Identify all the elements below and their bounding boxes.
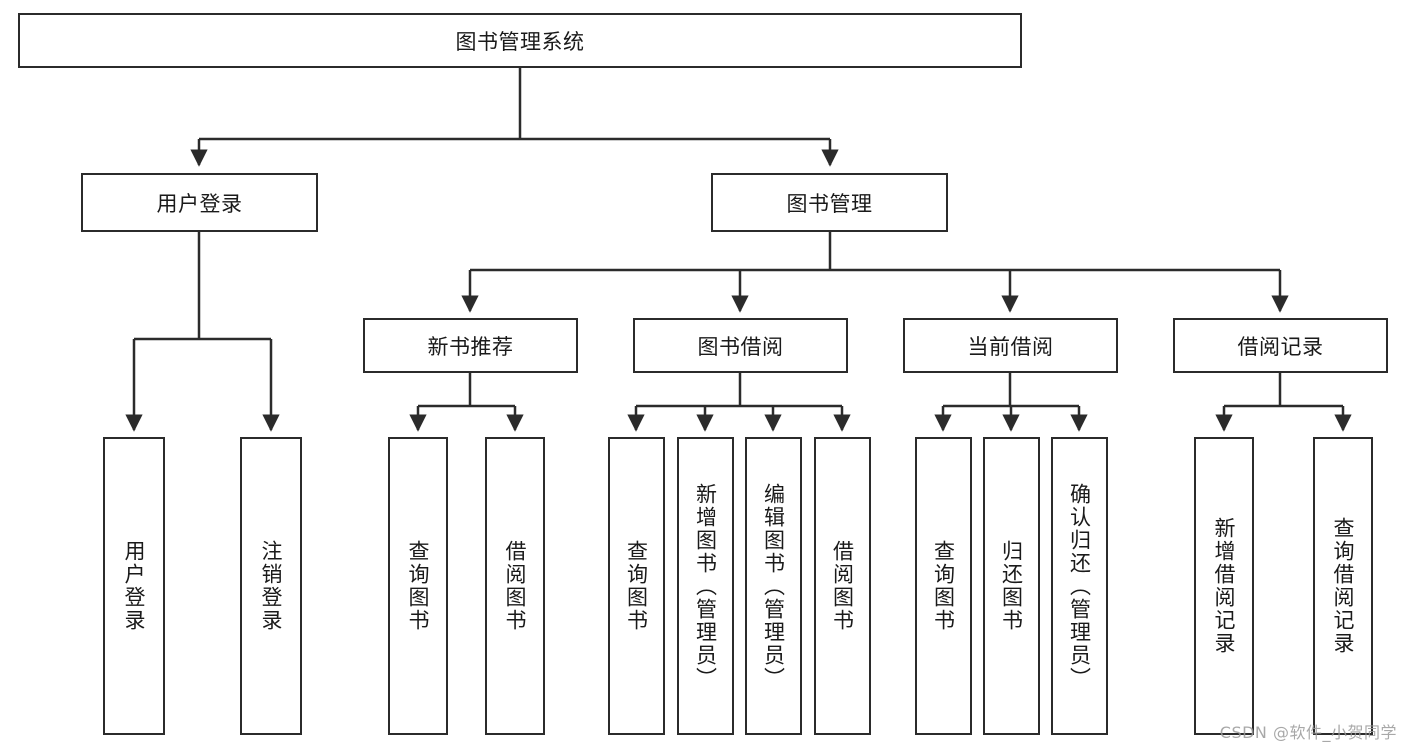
node-user-login-label: 用户登录 — [156, 191, 243, 216]
leaf-node-label: 注销登录 — [259, 540, 284, 632]
leaf-node[interactable]: 用户登录 — [103, 437, 165, 735]
leaf-node-label: 借阅图书 — [830, 540, 855, 632]
node-root[interactable]: 图书管理系统 — [18, 13, 1022, 68]
leaf-node[interactable]: 注销登录 — [240, 437, 302, 735]
node-borrow-record-label: 借阅记录 — [1237, 334, 1324, 359]
leaf-node-label: 新增图书（管理员） — [693, 482, 718, 690]
leaf-node[interactable]: 借阅图书 — [485, 437, 545, 735]
node-new-book-recommend[interactable]: 新书推荐 — [363, 318, 578, 373]
node-book-borrow-label: 图书借阅 — [697, 334, 784, 359]
leaf-node[interactable]: 新增借阅记录 — [1194, 437, 1254, 735]
leaf-node-label: 借阅图书 — [503, 540, 528, 632]
leaf-node-label: 查询图书 — [624, 540, 649, 632]
leaf-node[interactable]: 借阅图书 — [814, 437, 871, 735]
node-current-borrow-label: 当前借阅 — [967, 334, 1054, 359]
node-user-login[interactable]: 用户登录 — [81, 173, 318, 232]
node-new-book-recommend-label: 新书推荐 — [427, 334, 514, 359]
node-current-borrow[interactable]: 当前借阅 — [903, 318, 1118, 373]
leaf-node-label: 新增借阅记录 — [1212, 517, 1237, 655]
node-book-borrow[interactable]: 图书借阅 — [633, 318, 848, 373]
leaf-node[interactable]: 确认归还（管理员） — [1051, 437, 1108, 735]
leaf-node[interactable]: 查询图书 — [608, 437, 665, 735]
leaf-node[interactable]: 查询图书 — [915, 437, 972, 735]
leaf-node[interactable]: 新增图书（管理员） — [677, 437, 734, 735]
leaf-node-label: 归还图书 — [999, 540, 1024, 632]
leaf-node-label: 确认归还（管理员） — [1067, 482, 1092, 690]
leaf-node-label: 查询图书 — [931, 540, 956, 632]
node-book-management[interactable]: 图书管理 — [711, 173, 948, 232]
leaf-node[interactable]: 查询借阅记录 — [1313, 437, 1373, 735]
node-borrow-record[interactable]: 借阅记录 — [1173, 318, 1388, 373]
leaf-node-label: 编辑图书（管理员） — [761, 482, 786, 690]
csdn-watermark: CSDN @软件_小贺同学 — [1219, 723, 1397, 742]
leaf-node[interactable]: 查询图书 — [388, 437, 448, 735]
node-root-label: 图书管理系统 — [455, 29, 585, 54]
leaf-node-label: 用户登录 — [122, 540, 147, 632]
leaf-node-label: 查询借阅记录 — [1331, 517, 1356, 655]
leaf-node[interactable]: 归还图书 — [983, 437, 1040, 735]
leaf-node[interactable]: 编辑图书（管理员） — [745, 437, 802, 735]
node-book-management-label: 图书管理 — [786, 191, 873, 216]
leaf-node-label: 查询图书 — [406, 540, 431, 632]
